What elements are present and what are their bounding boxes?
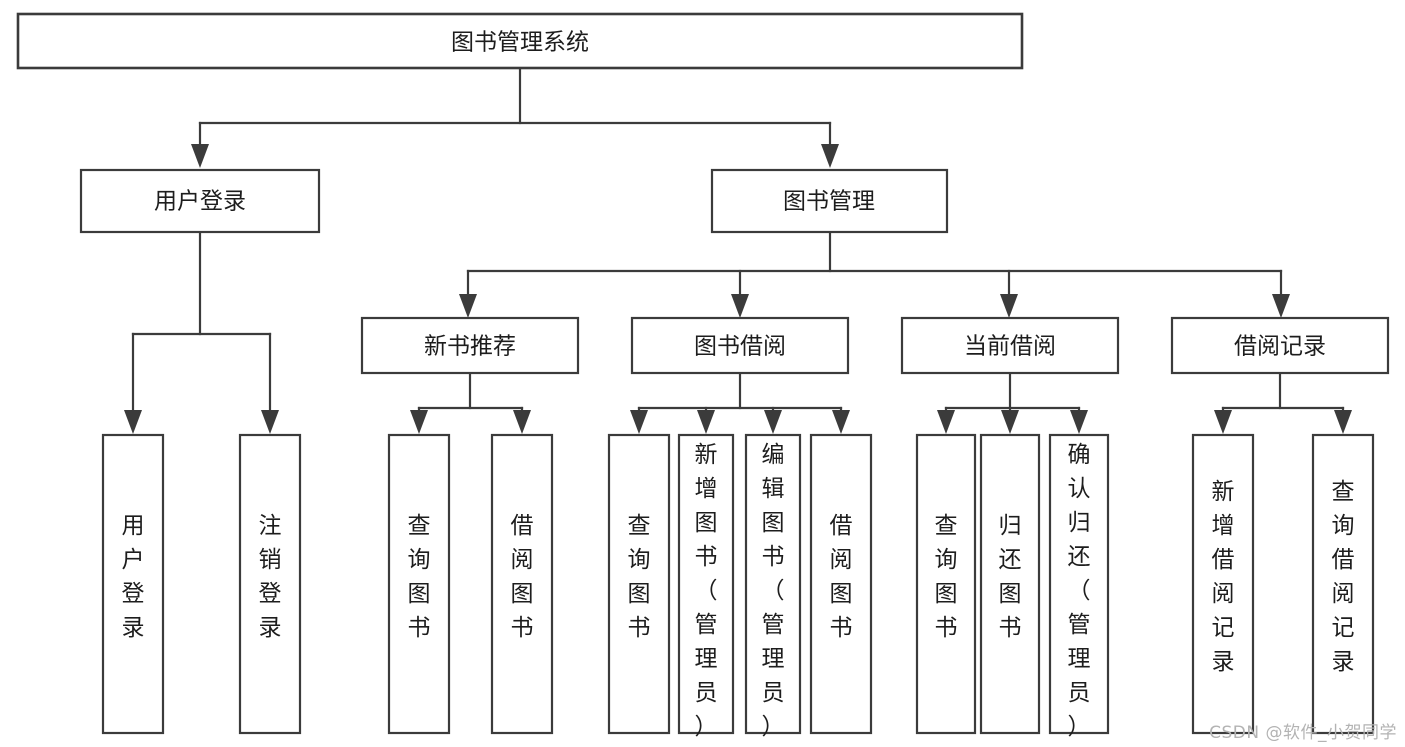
node-current-borrow-box[interactable]	[900, 316, 1120, 375]
arrow-head-leaf-user-login	[124, 410, 142, 434]
leaf-confirm-return-admin-label: 确认归还（管理员）	[1068, 442, 1091, 740]
arrow-head-leaf-query-borrow-record	[1334, 410, 1352, 434]
node-book-management-label: 图书管理	[783, 189, 875, 215]
arrow-head-leaf-add-book-admin	[697, 410, 715, 434]
leaf-query-book-3-box[interactable]	[915, 433, 977, 735]
node-borrow-record-box[interactable]	[1170, 316, 1390, 375]
leaf-query-borrow-record-label: 查询借阅记录	[1332, 479, 1355, 675]
node-user-login[interactable]: 用户登录	[79, 168, 321, 234]
leaf-user-login-box[interactable]	[101, 433, 165, 735]
arrow-head-user-login	[191, 144, 209, 168]
leaf-user-login-label: 用户登录	[122, 513, 145, 641]
leaf-return-book[interactable]: 归还图书	[979, 433, 1041, 735]
leaf-add-borrow-record-box[interactable]	[1191, 433, 1255, 735]
arrow-head-borrow-record	[1272, 294, 1290, 318]
connector-group-current-borrow	[937, 371, 1088, 434]
leaf-query-book-1[interactable]: 查询图书	[387, 433, 451, 735]
leaf-confirm-return-admin-box[interactable]	[1048, 433, 1110, 735]
connector-group-borrow-record	[1214, 371, 1352, 434]
arrow-head-leaf-logout-login	[261, 410, 279, 434]
node-root[interactable]: 图书管理系统	[16, 12, 1024, 70]
node-book-borrow-label: 图书借阅	[694, 334, 786, 360]
leaf-query-book-2[interactable]: 查询图书	[607, 433, 671, 735]
leaf-return-book-box[interactable]	[979, 433, 1041, 735]
leaf-borrow-book-1-box[interactable]	[490, 433, 554, 735]
leaf-query-book-2-box[interactable]	[607, 433, 671, 735]
arrow-head-current-borrow	[1000, 294, 1018, 318]
node-user-login-box[interactable]	[79, 168, 321, 234]
node-root-label: 图书管理系统	[451, 30, 589, 56]
arrow-head-leaf-add-borrow-record	[1214, 410, 1232, 434]
node-current-borrow[interactable]: 当前借阅	[900, 316, 1120, 375]
node-new-book-recommend-label: 新书推荐	[424, 334, 516, 360]
node-book-borrow-box[interactable]	[630, 316, 850, 375]
leaf-query-book-3-label: 查询图书	[935, 513, 958, 641]
connector-group-root	[191, 66, 839, 168]
arrow-head-book-management	[821, 144, 839, 168]
arrow-head-book-borrow	[731, 294, 749, 318]
node-book-management-box[interactable]	[710, 168, 949, 234]
node-root-box[interactable]	[16, 12, 1024, 70]
leaf-add-book-admin-label: 新增图书（管理员）	[695, 442, 718, 740]
connector-group-book-borrow	[630, 371, 850, 434]
leaf-query-borrow-record[interactable]: 查询借阅记录	[1311, 433, 1375, 735]
leaf-add-borrow-record[interactable]: 新增借阅记录	[1191, 433, 1255, 735]
arrow-head-leaf-return-book	[1001, 410, 1019, 434]
node-borrow-record-label: 借阅记录	[1234, 334, 1326, 360]
leaf-query-book-1-box[interactable]	[387, 433, 451, 735]
arrow-head-leaf-confirm-return-admin	[1070, 410, 1088, 434]
leaf-edit-book-admin-label: 编辑图书（管理员）	[762, 442, 785, 740]
connector-group-user-login	[124, 230, 279, 434]
arrow-head-new-book-recommend	[459, 294, 477, 318]
leaf-query-borrow-record-box[interactable]	[1311, 433, 1375, 735]
node-current-borrow-label: 当前借阅	[964, 334, 1056, 360]
node-new-book-recommend-box[interactable]	[360, 316, 580, 375]
leaf-logout-login-label: 注销登录	[259, 513, 282, 641]
leaf-query-book-3[interactable]: 查询图书	[915, 433, 977, 735]
leaf-query-book-1-label: 查询图书	[408, 513, 431, 641]
connector-group-book-management	[459, 230, 1290, 318]
arrow-head-leaf-query-book-1	[410, 410, 428, 434]
leaf-edit-book-admin-box[interactable]	[744, 433, 802, 735]
leaf-borrow-book-2[interactable]: 借阅图书	[809, 433, 873, 735]
leaf-borrow-book-2-box[interactable]	[809, 433, 873, 735]
arrow-head-leaf-query-book-3	[937, 410, 955, 434]
leaf-return-book-label: 归还图书	[999, 513, 1022, 641]
node-user-login-label: 用户登录	[154, 189, 246, 215]
leaf-borrow-book-1-label: 借阅图书	[511, 513, 534, 641]
node-borrow-record[interactable]: 借阅记录	[1170, 316, 1390, 375]
leaf-query-book-2-label: 查询图书	[628, 513, 651, 641]
leaf-borrow-book-1[interactable]: 借阅图书	[490, 433, 554, 735]
node-new-book-recommend[interactable]: 新书推荐	[360, 316, 580, 375]
leaf-logout-login[interactable]: 注销登录	[238, 433, 302, 735]
arrow-head-leaf-query-book-2	[630, 410, 648, 434]
watermark-text: CSDN @软件_小贺同学	[1209, 723, 1397, 743]
arrow-head-leaf-borrow-book-1	[513, 410, 531, 434]
leaf-edit-book-admin[interactable]: 编辑图书（管理员）	[744, 433, 802, 740]
leaf-confirm-return-admin[interactable]: 确认归还（管理员）	[1048, 433, 1110, 740]
connector-group-new-book-recommend	[410, 371, 531, 434]
leaf-add-borrow-record-label: 新增借阅记录	[1212, 479, 1235, 675]
leaf-add-book-admin[interactable]: 新增图书（管理员）	[677, 433, 735, 740]
node-book-borrow[interactable]: 图书借阅	[630, 316, 850, 375]
leaf-logout-login-box[interactable]	[238, 433, 302, 735]
arrow-head-leaf-edit-book-admin	[764, 410, 782, 434]
leaf-user-login[interactable]: 用户登录	[101, 433, 165, 735]
arrow-head-leaf-borrow-book-2	[832, 410, 850, 434]
leaf-borrow-book-2-label: 借阅图书	[830, 513, 853, 641]
node-book-management[interactable]: 图书管理	[710, 168, 949, 234]
leaf-add-book-admin-box[interactable]	[677, 433, 735, 735]
